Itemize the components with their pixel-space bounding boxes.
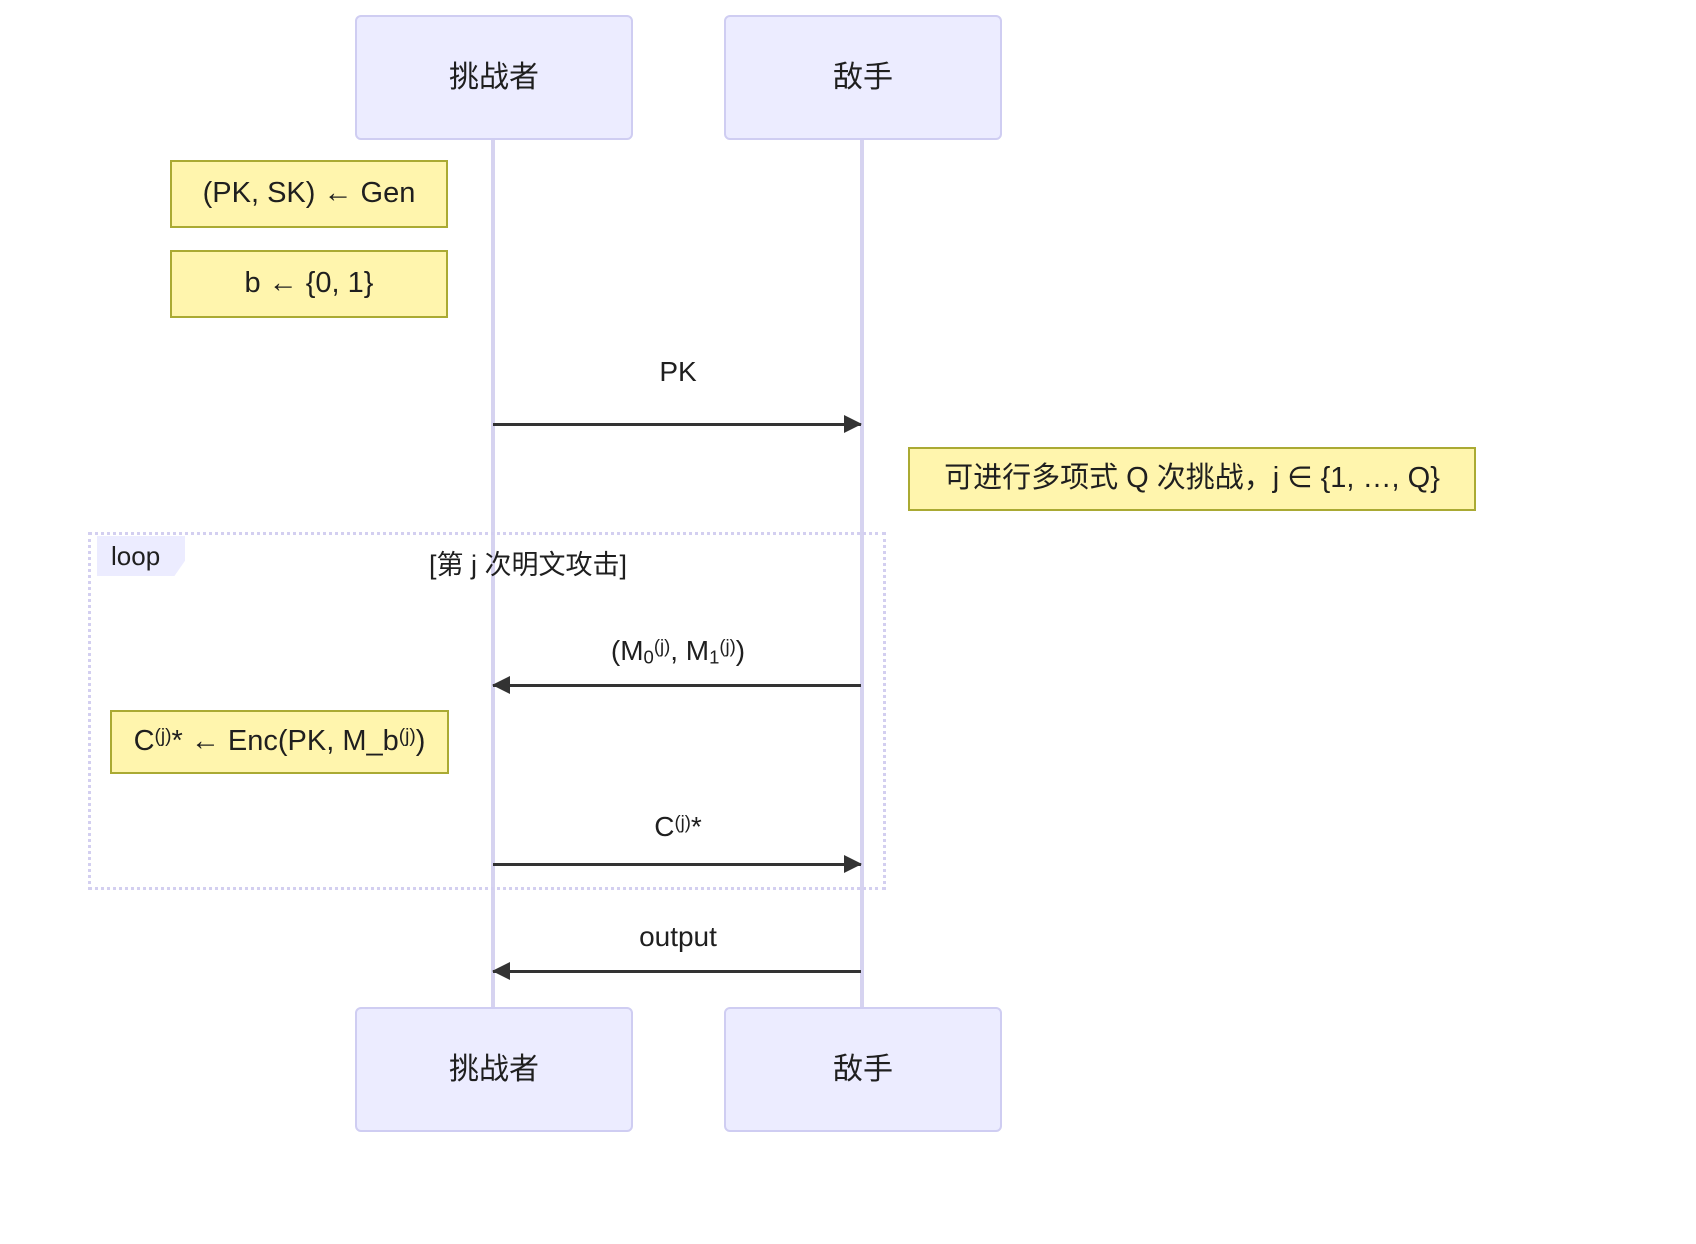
note-random-bit: b ← {0, 1} bbox=[170, 250, 448, 318]
participant-challenger-bottom[interactable]: 挑战者 bbox=[355, 1007, 633, 1132]
participant-label-challenger-bottom: 挑战者 bbox=[449, 1052, 539, 1086]
note-encryption-text: C(j)* ← Enc(PK, M_b(j)) bbox=[124, 725, 436, 758]
plaintexts-open: (M bbox=[610, 635, 644, 666]
note-key-generation-text: (PK, SK) ← Gen bbox=[202, 177, 416, 210]
participant-challenger-top[interactable]: 挑战者 bbox=[355, 15, 633, 140]
participant-label-adversary: 敌手 bbox=[833, 60, 893, 94]
message-label-output: output bbox=[639, 921, 717, 952]
loop-title: [第 j 次明文攻击] bbox=[428, 550, 627, 580]
plaintexts-close: ) bbox=[735, 635, 746, 666]
enc-sup-1: (j) bbox=[154, 726, 172, 748]
arrow-head-left-output bbox=[492, 962, 510, 980]
plaintexts-mid: , M bbox=[670, 635, 710, 666]
message-label-ciphertext: C(j)* bbox=[493, 813, 863, 841]
message-line-ciphertext bbox=[493, 863, 861, 866]
plaintexts-sup-0: (j) bbox=[653, 635, 671, 657]
message-line-plaintexts bbox=[493, 684, 861, 687]
enc-body: * ← Enc(PK, M_b bbox=[171, 725, 399, 758]
ciphertext-sup: (j) bbox=[674, 811, 691, 833]
arrow-head-right-ciphertext bbox=[844, 855, 862, 873]
message-label-plaintexts: (M0(j), M1(j)) bbox=[493, 637, 863, 667]
message-line-pk bbox=[493, 423, 861, 426]
enc-close: ) bbox=[415, 725, 426, 758]
participant-adversary-top[interactable]: 敌手 bbox=[724, 15, 1002, 140]
loop-fragment bbox=[88, 532, 886, 890]
note-polynomial-queries: 可进行多项式 Q 次挑战，j ∈ {1, …, Q} bbox=[908, 447, 1476, 511]
ciphertext-c: C bbox=[654, 811, 675, 842]
loop-keyword-label: loop bbox=[111, 541, 161, 571]
note-polynomial-queries-text: 可进行多项式 Q 次挑战，j ∈ {1, …, Q} bbox=[944, 462, 1440, 495]
enc-c: C bbox=[133, 725, 155, 758]
ciphertext-star: * bbox=[690, 811, 702, 842]
note-key-generation: (PK, SK) ← Gen bbox=[170, 160, 448, 228]
message-label-pk: PK bbox=[659, 356, 697, 387]
note-random-bit-text: b ← {0, 1} bbox=[244, 267, 374, 300]
note-encryption: C(j)* ← Enc(PK, M_b(j)) bbox=[110, 710, 449, 774]
enc-sup-2: (j) bbox=[398, 726, 416, 748]
plaintexts-sup-1: (j) bbox=[719, 635, 736, 657]
message-line-output bbox=[493, 970, 861, 973]
loop-keyword-tab: loop bbox=[97, 536, 185, 576]
plaintexts-sub-0: 0 bbox=[643, 646, 654, 668]
participant-label-adversary-bottom: 敌手 bbox=[833, 1052, 893, 1086]
plaintexts-sub-1: 1 bbox=[709, 646, 720, 668]
lifeline-challenger bbox=[491, 140, 495, 1008]
participant-adversary-bottom[interactable]: 敌手 bbox=[724, 1007, 1002, 1132]
arrow-head-left-plaintexts bbox=[492, 676, 510, 694]
arrow-head-right-pk bbox=[844, 415, 862, 433]
lifeline-adversary bbox=[860, 140, 864, 1008]
participant-label-challenger: 挑战者 bbox=[449, 60, 539, 94]
